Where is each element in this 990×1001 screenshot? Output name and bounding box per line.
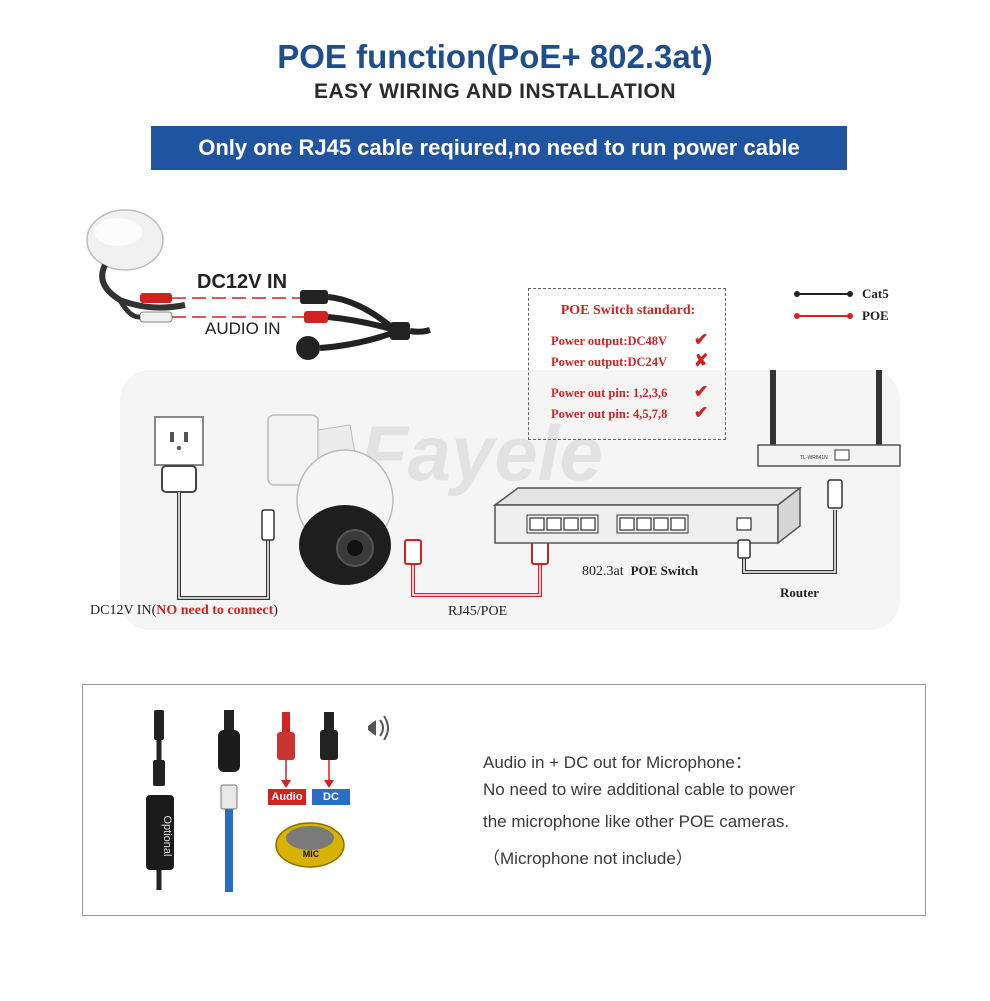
- standard-row-dc24v: Power output:DC24V: [551, 355, 667, 370]
- audio-in-label: AUDIO IN: [205, 319, 281, 339]
- breakout-cable-icon: [296, 290, 430, 360]
- standard-row-pins-4578: Power out pin: 4,5,7,8: [551, 407, 667, 422]
- mic-info-line-1: Audio in + DC out for Microphone：: [483, 748, 752, 773]
- legend-poe: [794, 313, 853, 319]
- router-label: Router: [780, 585, 819, 601]
- audio-tag: Audio: [268, 789, 306, 805]
- mic-info-line-3: the microphone like other POE cameras.: [483, 812, 789, 832]
- power-outlet-icon: [155, 417, 203, 492]
- dc-tag: DC: [312, 789, 350, 805]
- dc-connector-icon: [320, 712, 338, 788]
- legend-cat5: [794, 291, 853, 297]
- check-icon: ✔: [694, 382, 708, 402]
- rj45-poe-label: RJ45/POE: [448, 604, 507, 620]
- mic-info-line-2: No need to wire additional cable to powe…: [483, 780, 795, 800]
- check-icon: ✔: [694, 403, 708, 423]
- cable-connectors-illustration: [130, 700, 400, 900]
- microphone-disc-icon: [276, 823, 344, 867]
- poe-switch-icon: [495, 488, 800, 543]
- legend-cat5-label: Cat5: [862, 286, 889, 302]
- adapter-label: Optional: [161, 811, 173, 861]
- standard-row-pins-1236: Power out pin: 1,2,3,6: [551, 386, 667, 401]
- network-connector-icon: [218, 710, 240, 892]
- camera-rj45-plug-icon: [405, 540, 421, 564]
- router-brand: TL-WR841N: [800, 455, 828, 461]
- check-icon: ✔: [694, 330, 708, 350]
- cross-icon: ✘: [694, 351, 708, 371]
- dc-in-note: DC12V IN(NO need to connect): [90, 603, 278, 619]
- audio-rca-icon: [277, 712, 295, 788]
- dc12v-in-label: DC12V IN: [197, 271, 287, 294]
- switch-model-label: 802.3at POE Switch: [582, 563, 698, 580]
- dc-plug-icon: [262, 510, 274, 540]
- power-adapter-icon: [146, 710, 174, 890]
- mic-info-line-4: （Microphone not include）: [483, 844, 693, 869]
- poe-standard-title: POE Switch standard:: [529, 303, 727, 319]
- standard-row-dc48v: Power output:DC48V: [551, 334, 667, 349]
- wiring-diagram: Fayele: [0, 0, 990, 680]
- speaker-signal-icon: [368, 716, 388, 740]
- mic-label: MIC: [296, 849, 326, 859]
- legend-poe-label: POE: [862, 308, 889, 324]
- poe-standard-box: POE Switch standard: Power output:DC48V …: [528, 288, 726, 440]
- microphone-pickup-icon: [87, 210, 185, 322]
